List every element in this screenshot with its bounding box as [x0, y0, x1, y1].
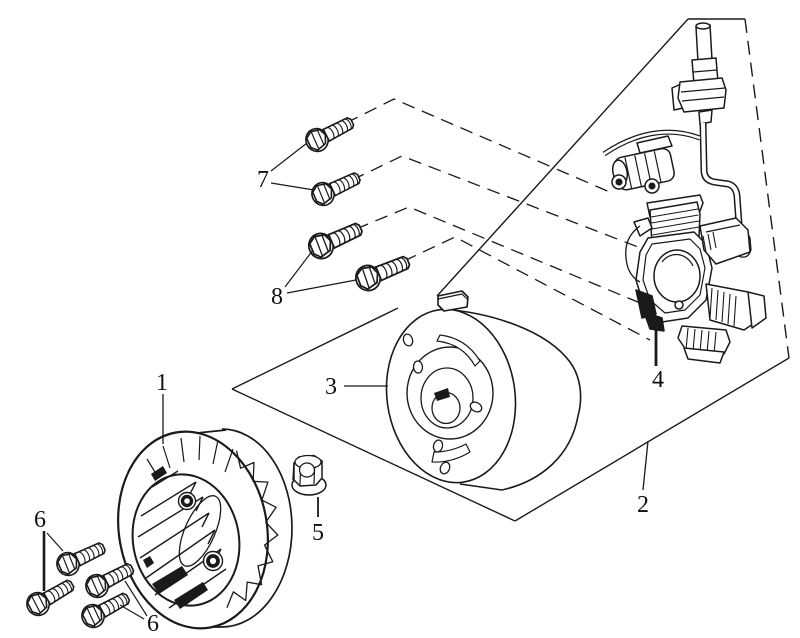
flange-nut-illustration — [291, 454, 327, 496]
callout-5: 5 — [312, 520, 324, 546]
fan-wheel-illustration — [117, 428, 293, 630]
bolt-8b — [351, 249, 414, 296]
callout-labels: 1 2 3 4 5 6 6 7 8 — [34, 167, 664, 637]
bolt-6b — [21, 573, 79, 621]
callout-4: 4 — [652, 367, 664, 393]
callout-8: 8 — [271, 284, 283, 310]
bolt-8a — [303, 215, 367, 264]
mounting-plane-outline — [231, 18, 790, 522]
callout-1: 1 — [156, 370, 168, 396]
flywheel-rotor-illustration — [385, 290, 582, 491]
callout-3: 3 — [325, 374, 337, 400]
bolt-7a — [301, 111, 359, 157]
callout-7: 7 — [257, 167, 269, 193]
stator-core — [625, 194, 767, 364]
bolt-6a — [52, 536, 110, 580]
bolt-6c — [81, 557, 139, 603]
stator-assembly-illustration — [602, 22, 767, 364]
spark-plug-cap — [671, 22, 727, 125]
callout-6-bottom: 6 — [147, 611, 159, 637]
callout-2: 2 — [637, 492, 649, 518]
bolt-alignment-dashed-lines — [345, 98, 651, 341]
bolt-7b — [307, 166, 365, 210]
ignition-coil — [611, 135, 675, 194]
callout-6-left: 6 — [34, 507, 46, 533]
callout-leader-lines — [42, 142, 658, 620]
